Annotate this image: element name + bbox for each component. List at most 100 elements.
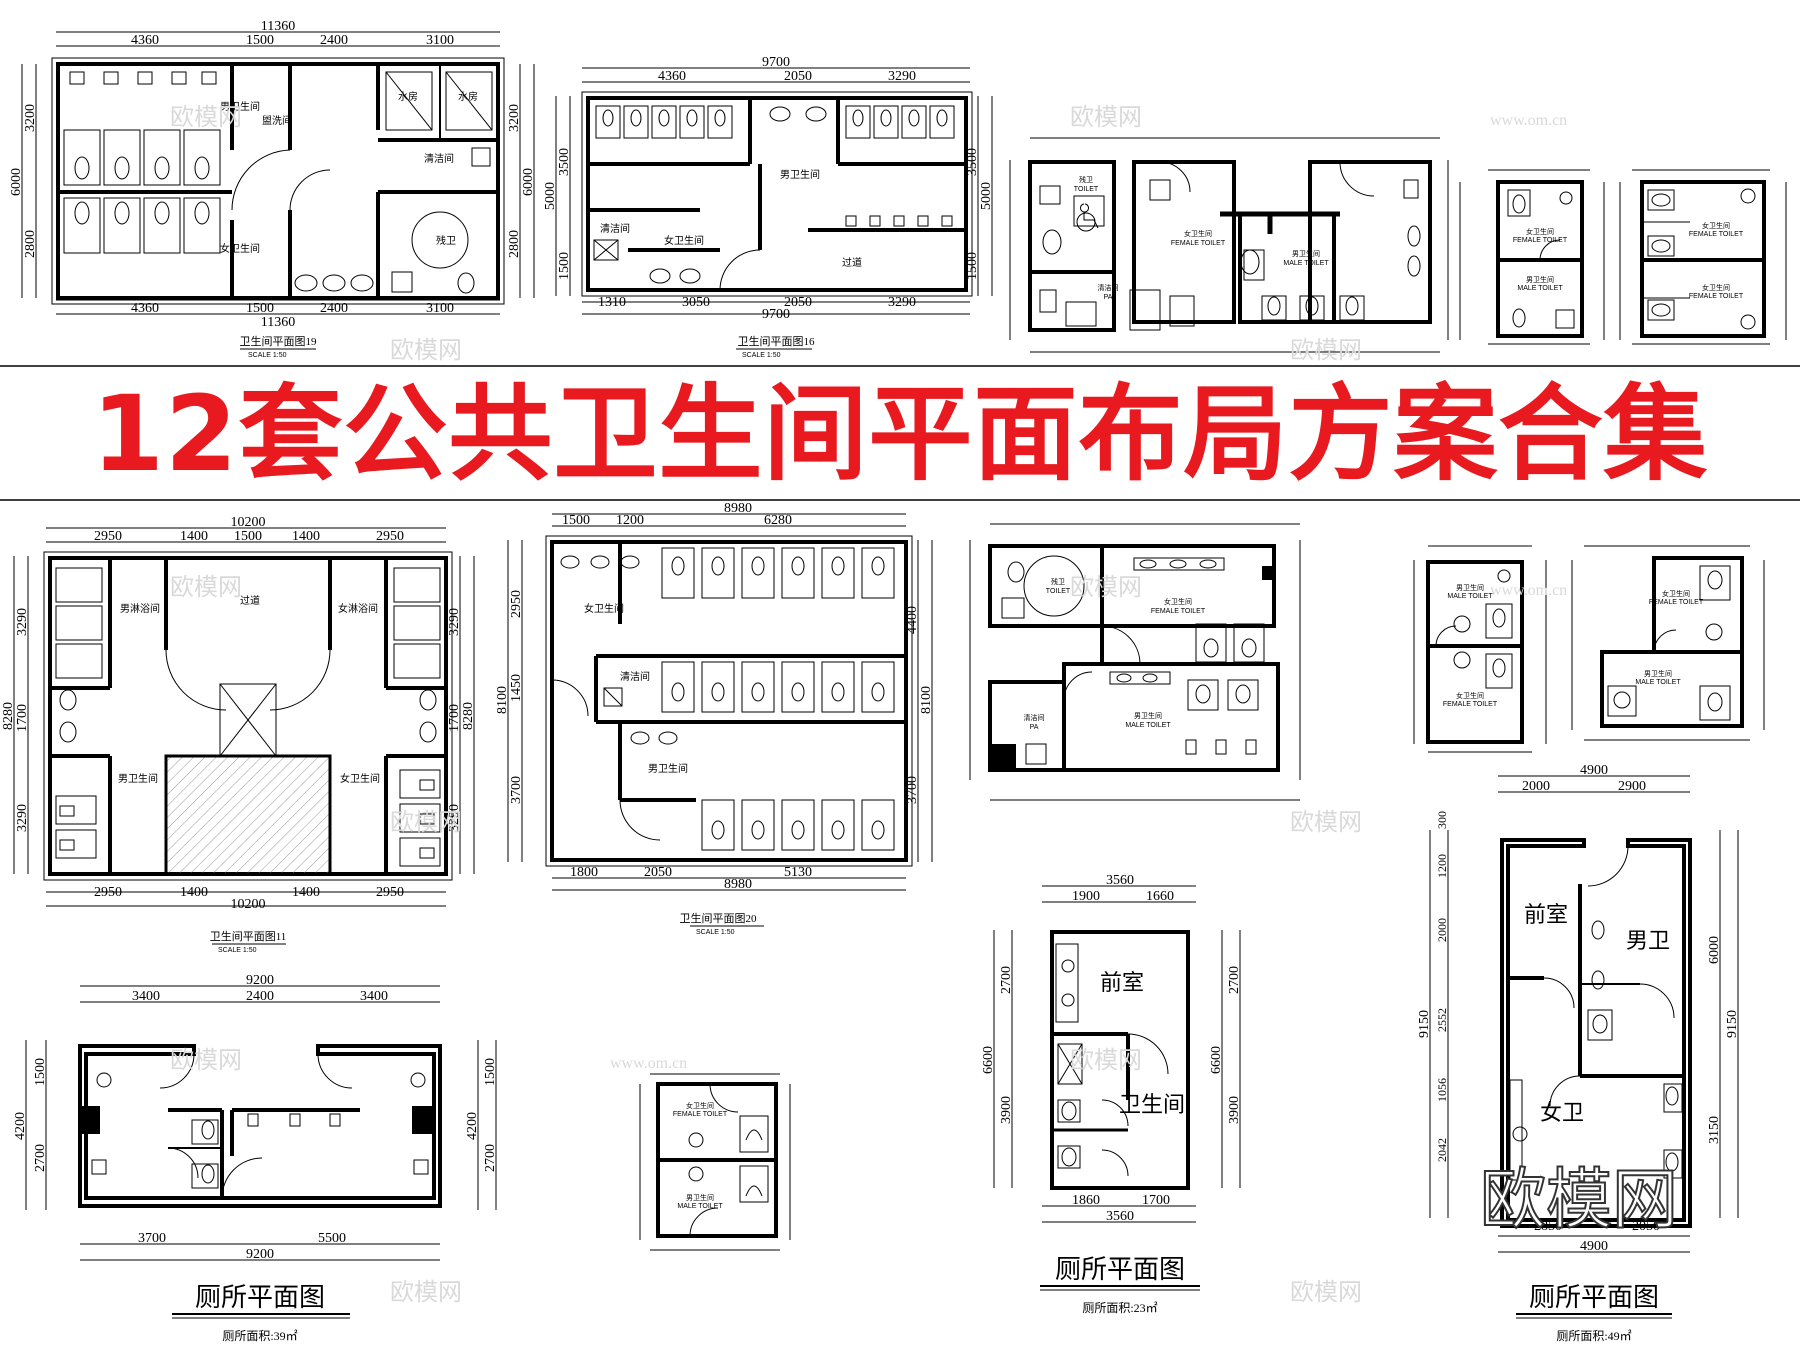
plan14-dim-left-3: 2000 (1435, 918, 1449, 942)
plan7-dim-left-3: 3700 (509, 776, 524, 804)
plan4-room-female: 女卫生间 (1526, 227, 1554, 236)
logo-watermark: 欧模网 (1480, 1164, 1678, 1237)
plan14-room-male: 男卫 (1626, 928, 1670, 953)
plan-5: 女卫生间 FEMALE TOILET 女卫生间 FEMALE TOILET (1619, 169, 1787, 345)
plan7-dim-bottom-2: 2050 (644, 865, 672, 880)
watermark-text: 欧模网 (390, 337, 462, 364)
watermark-text: 欧模网 (1070, 1047, 1142, 1074)
plan1-dim-top-2: 1500 (246, 33, 274, 48)
plan7-room-female: 女卫生间 (584, 602, 624, 615)
plan1-dim-right-2: 2800 (507, 230, 522, 258)
watermark-text: 欧模网 (1070, 104, 1142, 131)
plan9-room-female-en: FEMALE TOILET (1443, 701, 1498, 708)
plan1-scale: SCALE 1:50 (248, 352, 287, 359)
plan1-room-washroom: 盥洗间 (262, 114, 292, 127)
plan12-room-male: 男卫生间 (686, 1193, 714, 1202)
plan6-room-female: 女卫生间 (340, 772, 380, 785)
watermark-text: 欧模网 (170, 1047, 242, 1074)
plan11-dim-right-total: 4200 (465, 1112, 480, 1140)
plan8-room-cleaning-en: PA (1030, 724, 1039, 731)
plan14-room-female: 女卫 (1540, 1100, 1584, 1125)
plan3-room-male-en: MALE TOILET (1283, 260, 1329, 267)
plan1-dim-bottom-2: 1500 (246, 301, 274, 316)
plan1-dim-bottom-total: 11360 (261, 315, 295, 330)
plan1-dim-left-2: 2800 (23, 230, 38, 258)
plan-12: 女卫生间 FEMALE TOILET 男卫生间 MALE TOILET (639, 1073, 791, 1251)
plan-1: 11360 4360 1500 2400 3100 4360 1500 2400… (9, 19, 536, 359)
plan6-dim-bottom-5: 2950 (376, 885, 404, 900)
plan7-dim-left-2: 1450 (509, 674, 524, 702)
plan-2: 9700 4360 2050 3290 1310 3050 2050 3290 … (543, 55, 994, 359)
plan6-room-corridor: 过道 (240, 594, 260, 607)
plan13-dim-bottom-total: 3560 (1106, 1209, 1134, 1224)
plan14-area: 厕所面积:49㎡ (1556, 1329, 1631, 1343)
plan1-room-female: 女卫生间 (220, 242, 260, 255)
plan6-dim-left-1: 3290 (15, 608, 30, 636)
plan6-dim-left-3: 3290 (15, 804, 30, 832)
plan10-room-male: 男卫生间 (1644, 669, 1672, 678)
plan11-dim-right-2: 2700 (483, 1144, 498, 1172)
plan2-dim-right-total: 5000 (979, 182, 994, 210)
plan10-room-female: 女卫生间 (1662, 589, 1690, 598)
plan13-caption: 厕所平面图 (1055, 1255, 1185, 1284)
plan14-dim-right-1: 6000 (1707, 936, 1722, 964)
plan10-room-male-en: MALE TOILET (1635, 679, 1681, 686)
plan-8: 残卫 TOILET 女卫生间 FEMALE TOILET 清洁间 PA 男卫生间… (969, 523, 1301, 801)
plan11-dim-top-total: 9200 (246, 973, 274, 988)
plan13-dim-right-1: 2700 (1227, 966, 1242, 994)
plan13-dim-top-total: 3560 (1106, 873, 1134, 888)
plan2-dim-top-3: 3290 (888, 69, 916, 84)
plan6-dim-right-2: 1700 (447, 704, 462, 732)
plan1-dim-top-1: 4360 (131, 33, 159, 48)
plan2-dim-bottom-total: 9700 (762, 307, 790, 322)
plan-13: 3560 1900 1660 1860 1700 3560 6600 2700 … (981, 873, 1242, 1315)
plan1-dim-top-3: 2400 (320, 33, 348, 48)
plan1-room-cleaning: 清洁间 (424, 152, 454, 165)
plan13-dim-left-total: 6600 (981, 1046, 996, 1074)
plan10-room-female-en: FEMALE TOILET (1649, 599, 1704, 606)
plan11-dim-bottom-total: 9200 (246, 1247, 274, 1262)
plan13-dim-left-2: 3900 (999, 1096, 1014, 1124)
plan13-dim-top-2: 1660 (1146, 889, 1174, 904)
plan1-dim-right-total: 6000 (521, 168, 536, 196)
plan5-room-female-2-en: FEMALE TOILET (1689, 293, 1744, 300)
watermark-text: 欧模网 (390, 809, 462, 836)
plan14-dim-left-5: 1056 (1435, 1078, 1449, 1102)
watermark-url: www.om.cn (1490, 582, 1567, 599)
plan6-dim-right-3: 3290 (447, 804, 462, 832)
plan1-dim-bottom-4: 3100 (426, 301, 454, 316)
plan8-room-cleaning: 清洁间 (1024, 713, 1045, 722)
plan7-dim-left-total: 8100 (495, 686, 510, 714)
plan11-area: 厕所面积:39㎡ (222, 1329, 297, 1343)
plan11-dim-left-2: 2700 (33, 1144, 48, 1172)
plan2-dim-bottom-3: 2050 (784, 295, 812, 310)
plan11-dim-right-1: 1500 (483, 1058, 498, 1086)
plan4-room-female-en: FEMALE TOILET (1513, 237, 1568, 244)
plan6-dim-top-3: 1500 (234, 529, 262, 544)
plan11-caption: 厕所平面图 (195, 1283, 325, 1312)
plan13-room-anteroom: 前室 (1100, 970, 1144, 995)
plan14-dim-left-total: 9150 (1417, 1010, 1432, 1038)
plan6-room-male: 男卫生间 (118, 772, 158, 785)
plan7-dim-top-2: 1200 (616, 513, 644, 528)
plan3-room-accessible: 残卫 (1079, 175, 1093, 184)
watermark-text: 欧模网 (1290, 337, 1362, 364)
plan1-dim-left-1: 3200 (23, 104, 38, 132)
plan7-room-male: 男卫生间 (648, 762, 688, 775)
plan7-room-cleaning: 清洁间 (620, 670, 650, 683)
plan6-dim-top-1: 2950 (94, 529, 122, 544)
plan14-dim-left-4: 2552 (1435, 1008, 1449, 1032)
plan-14: 4900 2000 2900 2850 2050 4900 9150 300 1… (1417, 763, 1740, 1343)
plan1-room-water-1: 水房 (398, 90, 418, 103)
plan6-dim-bottom-total: 10200 (231, 897, 266, 912)
plan14-dim-top-total: 4900 (1580, 763, 1608, 778)
plan1-room-male: 男卫生间 (220, 100, 260, 113)
watermark-text: 欧模网 (170, 574, 242, 601)
plan1-dim-right-1: 3200 (507, 104, 522, 132)
plan11-dim-bottom-2: 5500 (318, 1231, 346, 1246)
plan2-dim-bottom-1: 1310 (598, 295, 626, 310)
plan3-room-accessible-en: TOILET (1074, 186, 1099, 193)
plan6-scale: SCALE 1:50 (218, 947, 257, 954)
plan7-dim-left-1: 2950 (509, 590, 524, 618)
